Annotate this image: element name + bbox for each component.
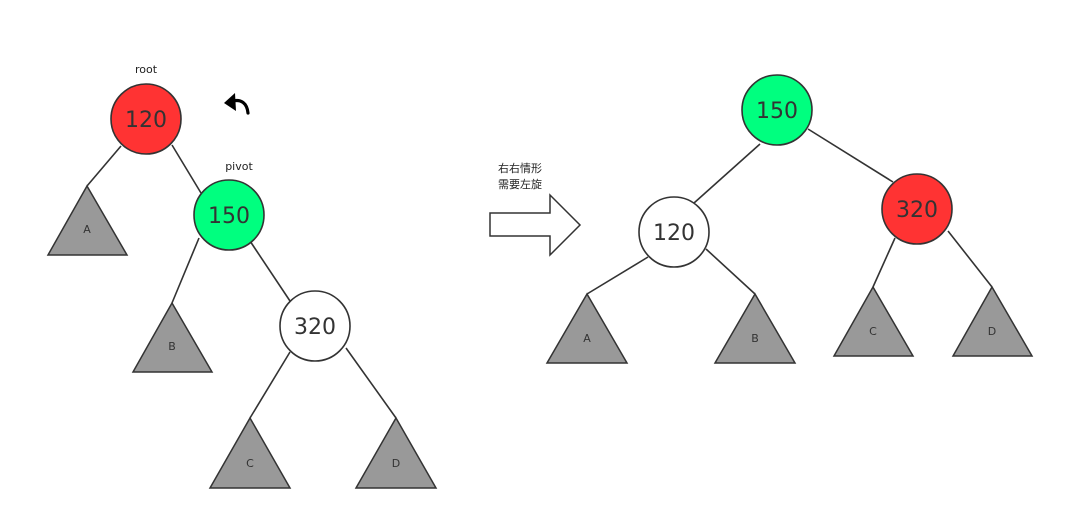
subtree-d: D	[354, 416, 438, 489]
subtree-label: C	[869, 325, 877, 338]
node-320: 320	[279, 290, 351, 362]
node-value: 320	[896, 198, 938, 223]
subtree-label: A	[583, 332, 591, 345]
subtree-label: C	[246, 457, 254, 470]
node-value: 150	[756, 99, 798, 124]
edge-pivot-320	[249, 240, 291, 302]
node-circle	[881, 173, 953, 245]
node-value: 120	[653, 221, 695, 246]
node-120: 120	[638, 196, 710, 268]
subtree-a: A	[545, 292, 629, 364]
edge-120-b	[705, 248, 756, 295]
edge-pivot-b	[171, 237, 200, 304]
pivot-label: pivot	[225, 160, 253, 173]
transition-line-1: 右右情形	[498, 161, 542, 175]
subtree-a: A	[46, 184, 129, 256]
node-pivot-150: 150	[193, 179, 265, 251]
subtree-b: B	[713, 292, 797, 364]
node-circle	[279, 290, 351, 362]
after-tree: A B C D 150 120 320	[545, 74, 1034, 364]
node-value: 150	[208, 204, 250, 229]
node-150: 150	[741, 74, 813, 146]
subtree-label: A	[83, 223, 91, 236]
edge-root-pivot	[171, 144, 202, 194]
node-320: 320	[881, 173, 953, 245]
edge-150-120	[693, 143, 761, 204]
subtree-label: D	[392, 457, 400, 470]
right-arrow-icon	[489, 193, 582, 257]
subtree-label: D	[988, 325, 996, 338]
node-circle	[741, 74, 813, 146]
node-circle	[193, 179, 265, 251]
edge-150-320	[807, 128, 894, 183]
edge-root-a	[86, 145, 122, 187]
subtree-c: C	[832, 285, 915, 357]
transition-line-2: 需要左旋	[498, 177, 542, 191]
node-circle	[110, 83, 182, 155]
edge-320-c	[249, 351, 291, 419]
edge-320-d	[947, 230, 993, 288]
edge-320-c	[872, 237, 896, 288]
subtree-b: B	[131, 301, 214, 373]
node-value: 320	[294, 315, 336, 340]
subtree-label: B	[168, 340, 176, 353]
subtree-label: B	[751, 332, 759, 345]
before-tree: A B C D 120 150 320 root pivot	[46, 63, 438, 489]
rotate-left-arrow-icon	[224, 93, 250, 115]
node-root-120: 120	[110, 83, 182, 155]
subtree-c: C	[208, 416, 292, 489]
edge-320-d	[345, 347, 397, 419]
transition: 右右情形 需要左旋	[489, 161, 582, 257]
node-value: 120	[125, 108, 167, 133]
edge-120-a	[586, 256, 649, 295]
node-circle	[638, 196, 710, 268]
root-label: root	[135, 63, 158, 76]
subtree-d: D	[951, 285, 1034, 357]
